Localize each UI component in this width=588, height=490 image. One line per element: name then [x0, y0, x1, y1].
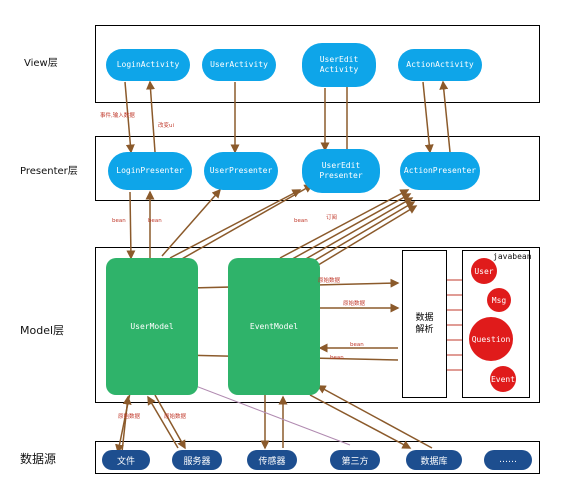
bean-msg-circle: Msg [487, 288, 511, 312]
source-server: 服务器 [172, 450, 222, 470]
bean-user-circle: User [471, 258, 497, 284]
note-event-input: 事件,输入数据 [100, 113, 135, 119]
note-bean-left-down: bean [112, 218, 126, 224]
source-sensor: 传感器 [247, 450, 297, 470]
presenter-layer-label: Presenter层 [20, 166, 78, 177]
note-change-ui: 改变ui [158, 123, 175, 129]
view-node-action-activity: ActionActivity [398, 49, 482, 81]
datasource-layer-box [95, 441, 540, 474]
presenter-layer-box [95, 136, 540, 201]
note-bean-left-up: bean [148, 218, 162, 224]
model-layer-label: Model层 [20, 324, 65, 337]
note-subscribe: 订阅 [326, 215, 338, 221]
note-raw-bottom-1: 原始数据 [118, 414, 141, 420]
presenter-node-login: LoginPresenter [108, 152, 192, 190]
note-raw-data-1: 原始数据 [318, 278, 341, 284]
source-database: 数据库 [406, 450, 462, 470]
view-layer-box [95, 25, 540, 103]
view-node-login-activity: LoginActivity [106, 49, 190, 81]
model-layer-box [95, 247, 540, 403]
presenter-node-useredit: UserEdit Presenter [302, 149, 380, 193]
note-bean-mid: bean [294, 218, 308, 224]
note-raw-data-2: 原始数据 [343, 301, 366, 307]
source-file: 文件 [102, 450, 150, 470]
presenter-node-user: UserPresenter [204, 152, 278, 190]
user-model-block: UserModel [106, 258, 198, 395]
view-node-useredit-activity: UserEdit Activity [302, 43, 376, 87]
javabean-title: javabean [493, 252, 532, 261]
bean-question-circle: Question [469, 317, 513, 361]
presenter-node-action: ActionPresenter [400, 152, 480, 190]
datasource-layer-label: 数据源 [20, 452, 57, 466]
note-bean-back-1: bean [350, 342, 364, 348]
source-more: …… [484, 450, 532, 470]
source-third-party: 第三方 [330, 450, 380, 470]
view-node-user-activity: UserActivity [202, 49, 276, 81]
note-bean-back-2: bean [330, 355, 344, 361]
view-layer-label: View层 [24, 58, 58, 69]
note-raw-bottom-2: 原始数据 [164, 414, 187, 420]
event-model-block: EventModel [228, 258, 320, 395]
data-parser-box: 数据 解析 [402, 250, 447, 398]
bean-event-circle: Event [490, 366, 516, 392]
